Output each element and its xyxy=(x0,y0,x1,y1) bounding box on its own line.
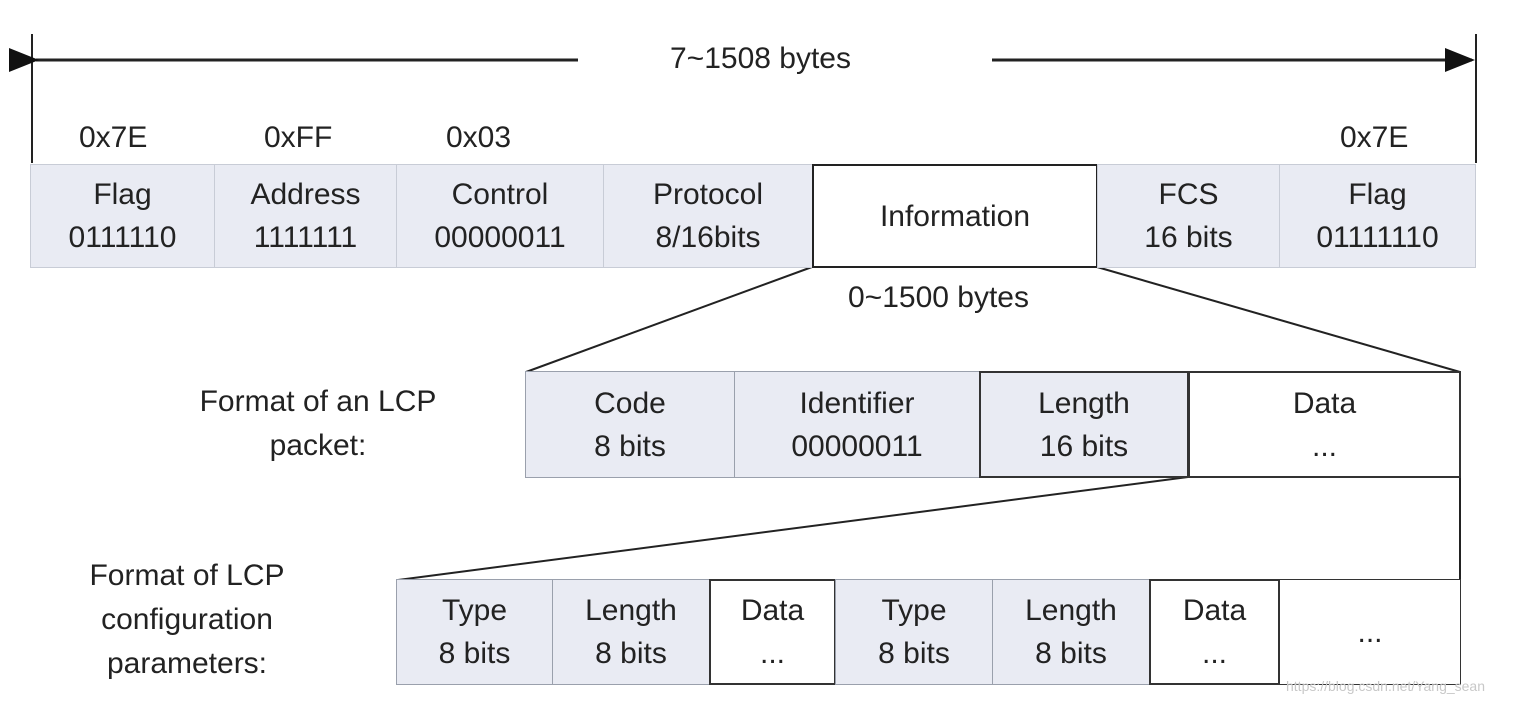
frame-total-size: 7~1508 bytes xyxy=(670,42,851,75)
frame-field-information: Information xyxy=(812,164,1098,268)
expand-line-left xyxy=(525,266,813,373)
lcp-packet-label: Format of an LCP packet: xyxy=(199,385,437,462)
expand-line-right xyxy=(1096,266,1461,373)
hex-label-address: 0xFF xyxy=(264,121,333,154)
config-field-data-2: Data... xyxy=(1149,579,1280,685)
config-field-more: ... xyxy=(1279,579,1461,685)
config-field-data-1: Data... xyxy=(709,579,836,685)
hex-label-flag: 0x7E xyxy=(79,121,148,154)
hex-label-flag-end: 0x7E xyxy=(1340,121,1409,154)
lcp-field-data: Data... xyxy=(1188,371,1461,478)
lcp-config-label: Format of LCP configuration parameters: xyxy=(89,559,285,680)
hex-label-control: 0x03 xyxy=(446,121,512,154)
information-size: 0~1500 bytes xyxy=(848,281,1029,314)
watermark: https://blog.csdn.net/Yang_sean xyxy=(1286,678,1485,694)
expand-line-config-left xyxy=(397,476,1189,581)
